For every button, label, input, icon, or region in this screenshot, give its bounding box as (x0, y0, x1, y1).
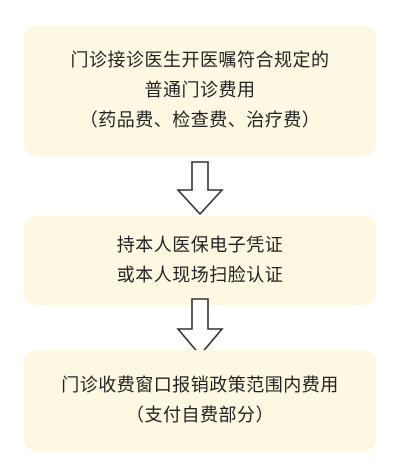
flow-step-2: 持本人医保电子凭证 或本人现场扫脸认证 (24, 216, 376, 305)
step-3-line-2: （支付自费部分） (126, 404, 274, 426)
step-2-line-2: 或本人现场扫脸认证 (116, 264, 284, 286)
step-2-line-1: 持本人医保电子凭证 (116, 234, 284, 256)
down-arrow-icon (176, 298, 224, 357)
step-1-line-1: 门诊接诊医生开医嘱符合规定的 (70, 50, 330, 71)
flow-step-1: 门诊接诊医生开医嘱符合规定的 普通门诊费用 （药品费、检查费、治疗费） (24, 26, 376, 156)
step-3-line-1: 门诊收费窗口报销政策范围内费用 (61, 374, 339, 396)
step-1-line-2: 普通门诊费用 (144, 80, 256, 101)
down-arrow-icon (176, 161, 224, 216)
step-1-line-3: （药品费、检查费、治疗费） (79, 110, 321, 131)
flow-step-3: 门诊收费窗口报销政策范围内费用 （支付自费部分） (24, 350, 376, 451)
